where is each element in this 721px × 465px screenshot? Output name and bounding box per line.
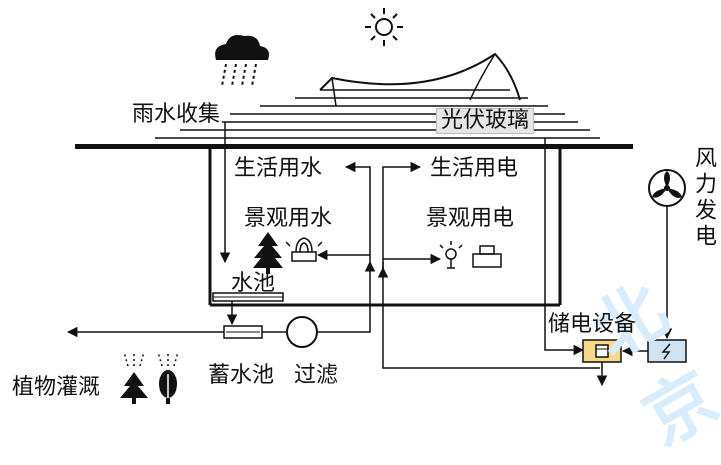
- pv-to-storage-line: [544, 138, 585, 356]
- domestic-power-label: 生活用电: [430, 156, 519, 181]
- power-return-line: [382, 262, 600, 369]
- building-roof: [155, 52, 600, 139]
- landscape-power-label: 景观用电: [426, 206, 515, 231]
- diagram-canvas: [66, 8, 687, 404]
- rain-cloud-icon: [215, 35, 269, 87]
- storage-tank: [223, 325, 263, 339]
- sun-icon: [365, 8, 403, 46]
- fountain-icon: [285, 237, 323, 262]
- building-walls: [208, 149, 562, 307]
- energy-storage-label: 储电设备: [548, 312, 637, 337]
- water-riser-line: [344, 161, 371, 262]
- domestic-water-label: 生活用水: [234, 156, 323, 181]
- ground-line: [75, 144, 633, 149]
- wind-power-label: 风力发电: [691, 146, 716, 250]
- landscape-water-label: 景观用水: [244, 206, 333, 231]
- filter-riser-line: [317, 260, 376, 333]
- pv-glass-label: 光伏玻璃: [436, 108, 535, 134]
- irrigation-tree-icon: [120, 351, 148, 404]
- wind-turbine-icon: [648, 169, 686, 207]
- filter-label: 过滤: [294, 363, 339, 388]
- pool: [212, 292, 284, 302]
- irrigation-shrub-icon: [157, 351, 179, 404]
- rain-collection-label: 雨水收集: [130, 102, 223, 127]
- domestic-power-line: [382, 161, 422, 278]
- tree-icon: [253, 232, 283, 274]
- pool-label: 水池: [231, 271, 276, 296]
- battery-icon: [582, 339, 622, 363]
- display-icon: [472, 245, 502, 268]
- plant-irrigation-label: 植物灌溉: [12, 375, 101, 400]
- lamp-icon: [439, 241, 463, 269]
- green-building-diagram: 北京 雨水收集 光伏玻璃 生活用水 生活用电 景观用水 景观用电 水池 蓄水池 …: [12, 8, 721, 462]
- storage-tank-label: 蓄水池: [208, 363, 275, 388]
- filter-icon: [286, 316, 318, 348]
